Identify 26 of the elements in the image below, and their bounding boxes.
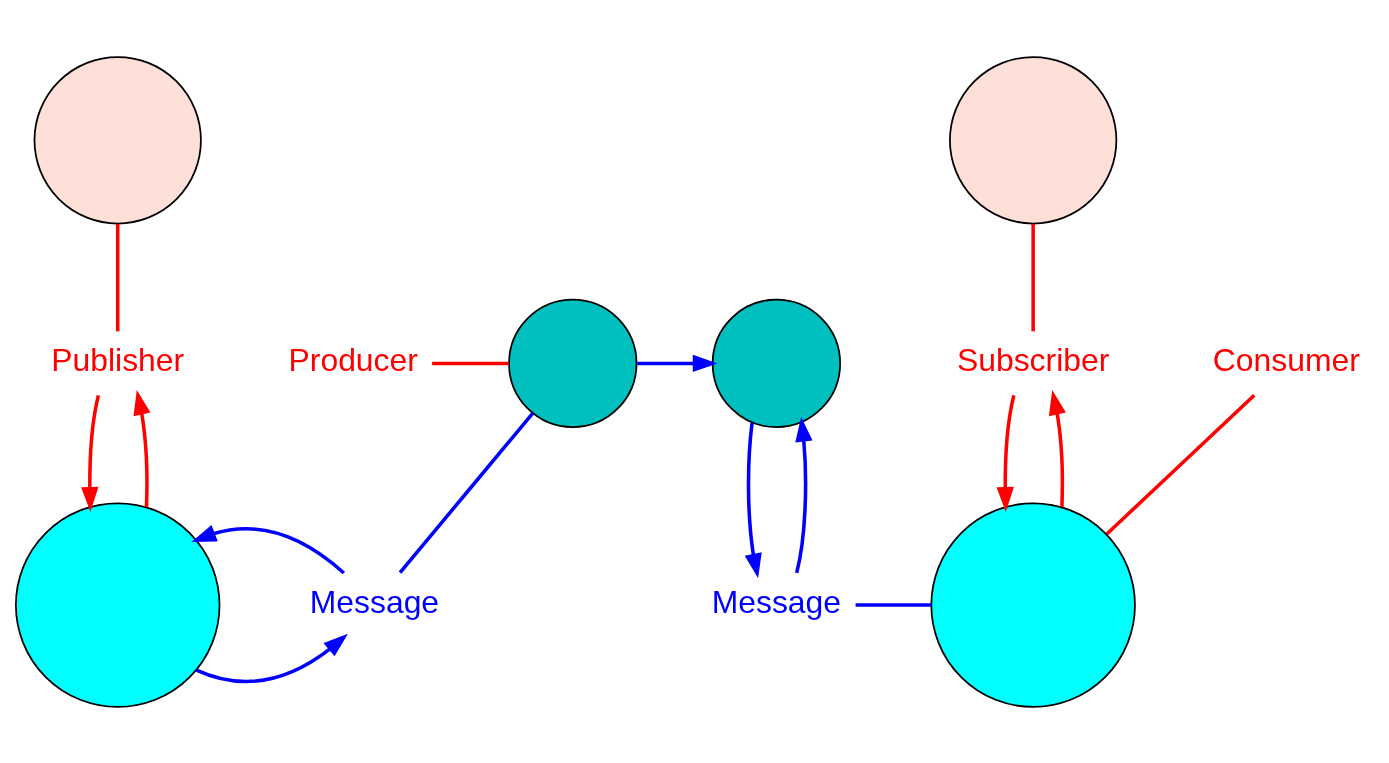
arrow xyxy=(81,394,101,512)
node-text: Publisher xyxy=(51,341,185,378)
node-text: Message xyxy=(309,583,440,620)
connector xyxy=(398,411,534,574)
node-text: Consumer xyxy=(1212,341,1360,378)
node-circle xyxy=(508,298,638,428)
node-circle xyxy=(949,55,1118,224)
arrow xyxy=(133,389,151,507)
node-text: Subscriber xyxy=(957,341,1110,378)
arrow xyxy=(996,394,1016,512)
connector xyxy=(855,602,932,607)
connector xyxy=(1105,393,1256,535)
node-circle xyxy=(711,298,842,428)
connector xyxy=(1031,223,1035,331)
connector xyxy=(115,223,120,331)
arrow xyxy=(191,524,345,574)
node-text: Message xyxy=(711,583,842,620)
arrow xyxy=(744,422,762,578)
node-circle xyxy=(33,55,202,224)
arrow xyxy=(794,416,813,573)
node-text: Producer xyxy=(288,341,418,378)
node-circle xyxy=(930,501,1136,708)
connector xyxy=(432,361,509,365)
arrow xyxy=(1048,389,1066,507)
arrow xyxy=(637,354,718,372)
arrow xyxy=(195,633,348,683)
